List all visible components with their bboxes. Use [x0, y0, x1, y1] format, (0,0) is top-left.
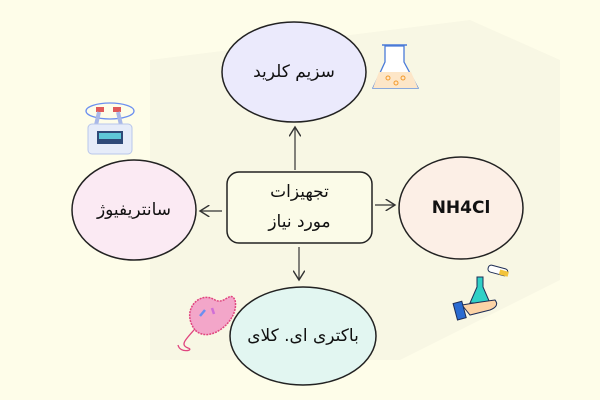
center-label-line1: تجهیزات: [270, 182, 329, 202]
node-right-ellipse: [398, 156, 524, 260]
node-top-label: سزیم کلرید: [253, 62, 335, 82]
node-bottom-label: باکتری ای. کلای: [247, 326, 359, 346]
node-left-ellipse: [71, 159, 197, 261]
center-box: [226, 171, 373, 244]
flask-icon: [371, 44, 420, 89]
node-left-label: سانتریفیوژ: [96, 200, 172, 220]
hand-flask-icon: [452, 264, 509, 321]
centrifuge-icon: [85, 102, 135, 155]
node-bottom-ellipse: [229, 286, 377, 386]
center-label-line2: مورد نیاز: [268, 212, 331, 232]
node-right-label: NH4Cl: [431, 198, 491, 218]
node-top-ellipse: [221, 21, 367, 123]
bacteria-icon: [177, 295, 237, 352]
